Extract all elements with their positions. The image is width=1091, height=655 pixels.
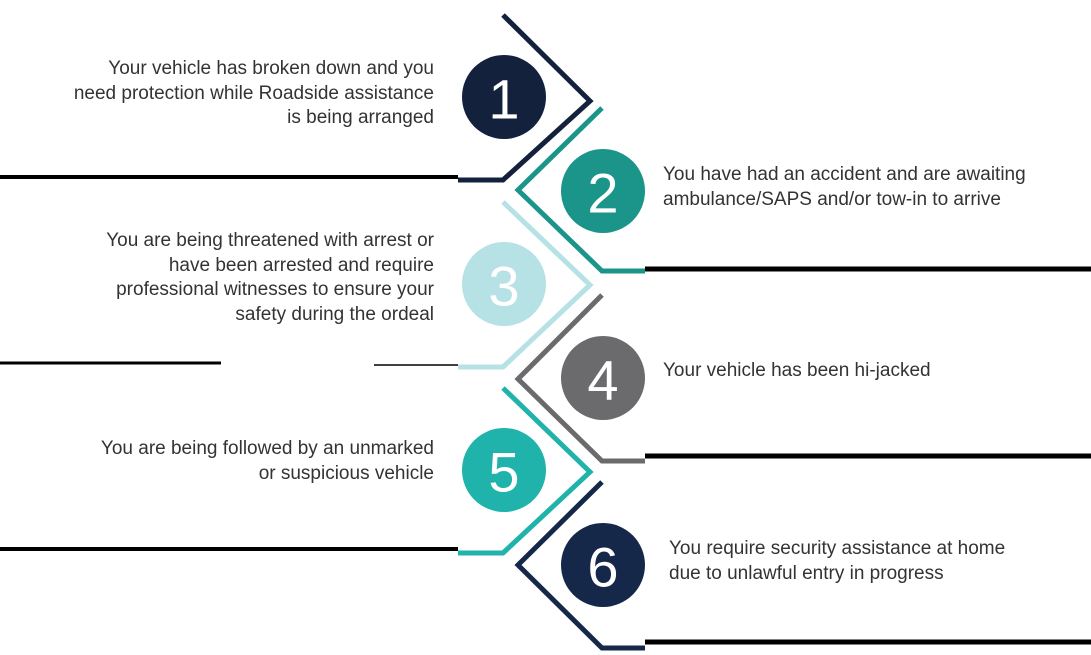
step-circle-5: 5 xyxy=(462,428,546,512)
step-6-text: You require security assistance at home … xyxy=(669,538,1006,584)
step-circle-3: 3 xyxy=(462,242,546,326)
step-circle-4: 4 xyxy=(561,336,645,420)
step-2-text: You have had an accident and are awaitin… xyxy=(663,164,1026,210)
divider-lines xyxy=(0,175,1091,645)
chevron-6 xyxy=(514,480,645,651)
step-circle-3-shape xyxy=(462,242,546,326)
step-circle-5-shape xyxy=(462,428,546,512)
step-4-text: Your vehicle has been hi-jacked xyxy=(663,360,931,381)
step-circle-6: 6 xyxy=(561,523,645,607)
chevron-2 xyxy=(514,106,645,274)
step-circle-4-shape xyxy=(561,336,645,420)
step-number-1: 1 xyxy=(488,68,519,131)
step-circle-2: 2 xyxy=(561,149,645,233)
step-circle-2-shape xyxy=(561,149,645,233)
step-number-2: 2 xyxy=(587,162,618,225)
step-circle-1: 1 xyxy=(462,55,546,139)
step-3-text: You are being threatened with arrest or … xyxy=(106,230,434,325)
step-circle-1-shape xyxy=(462,55,546,139)
step-circle-6-shape xyxy=(561,523,645,607)
chevron-5 xyxy=(458,386,594,556)
chevrons xyxy=(458,13,645,651)
chevron-3 xyxy=(458,200,594,370)
step-5-text: You are being followed by an unmarked or… xyxy=(100,438,434,484)
step-number-3: 3 xyxy=(488,255,519,318)
chevron-4 xyxy=(514,293,645,464)
step-number-6: 6 xyxy=(587,536,618,599)
step-number-5: 5 xyxy=(488,441,519,504)
step-1-text: Your vehicle has broken down and you nee… xyxy=(73,58,434,128)
chevron-1 xyxy=(458,13,594,183)
step-number-4: 4 xyxy=(587,349,618,412)
